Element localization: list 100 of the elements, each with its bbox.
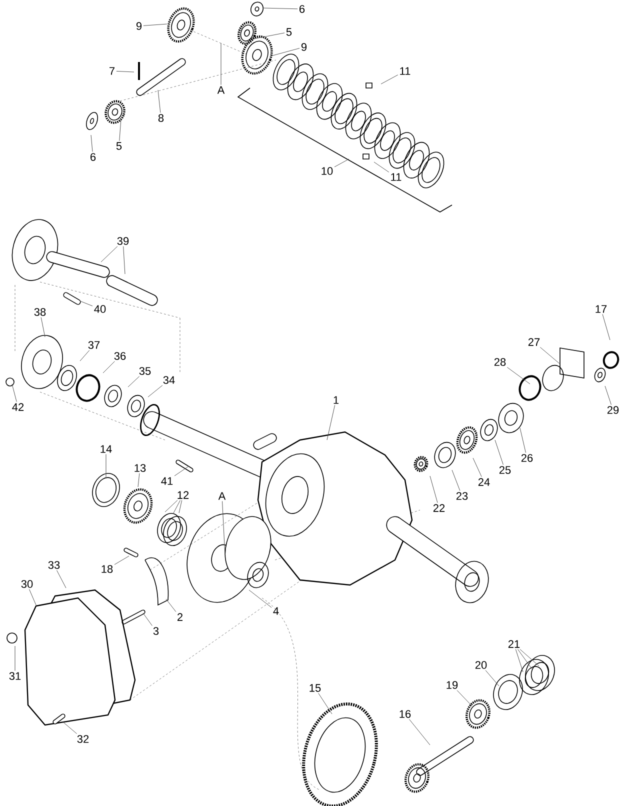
leader-line — [158, 90, 161, 113]
callout-number: 11 — [400, 67, 410, 75]
callout-number: 23 — [456, 492, 468, 500]
callout-number: 13 — [134, 464, 146, 472]
leader-line — [128, 376, 140, 388]
leader-line — [472, 458, 482, 478]
leader-line — [80, 350, 90, 362]
callout-number: 1 — [334, 396, 339, 404]
callout-number: 25 — [499, 466, 511, 474]
leader-line — [172, 500, 180, 514]
callout-number: 17 — [596, 305, 607, 313]
callout-number: 6 — [300, 5, 305, 13]
leader-line — [29, 589, 36, 606]
leader-line — [602, 314, 610, 340]
callout-number: 7 — [110, 67, 114, 75]
callout-number: 40 — [94, 305, 106, 313]
leader-line — [178, 500, 182, 514]
callout-number: 2 — [178, 613, 182, 621]
callout-number: 31 — [9, 672, 21, 680]
leader-line — [56, 570, 66, 588]
leader-line — [166, 598, 176, 612]
leader-line — [270, 48, 300, 56]
callout-number: 3 — [153, 627, 159, 635]
callout-number: 5 — [286, 28, 292, 36]
leader-line — [174, 466, 190, 476]
leader-line — [515, 649, 524, 672]
leader-line — [520, 649, 540, 666]
callout-number: 37 — [88, 341, 100, 349]
leader-line — [12, 384, 17, 402]
callout-number: 30 — [21, 580, 33, 588]
leader-line — [540, 347, 560, 364]
callout-number: 9 — [301, 43, 307, 51]
leader-line — [380, 74, 398, 84]
callout-number: 5 — [116, 142, 122, 150]
callout-number: 22 — [433, 504, 445, 512]
leader-line — [409, 719, 430, 746]
leader-line — [138, 473, 140, 488]
leader-line — [506, 367, 530, 384]
leader-line — [14, 646, 16, 671]
callout-number: 41 — [161, 477, 173, 485]
callout-number: 10 — [322, 167, 333, 175]
leader-line — [102, 361, 115, 374]
leader-line — [116, 70, 134, 72]
callout-number: 14 — [100, 445, 112, 453]
callout-number: 11 — [391, 173, 402, 181]
callout-number: 8 — [158, 114, 164, 122]
leader-line — [100, 246, 118, 262]
callout-number: 21 — [508, 640, 520, 648]
callout-number: 35 — [139, 367, 151, 375]
callout-number: 38 — [34, 308, 46, 316]
leader-line — [40, 317, 46, 338]
callout-number: A — [217, 86, 225, 94]
callout-number: 6 — [90, 153, 96, 161]
leader-line — [220, 42, 222, 86]
leader-line — [430, 476, 438, 504]
leader-line — [318, 693, 332, 714]
leader-line — [452, 470, 460, 491]
leader-line — [114, 556, 130, 565]
leader-line — [123, 246, 126, 274]
leader-line — [494, 440, 504, 465]
callout-number: 28 — [494, 358, 506, 366]
leader-line — [222, 500, 226, 556]
leader-line — [374, 162, 390, 172]
leader-line — [456, 690, 472, 706]
callout-number: 20 — [475, 661, 487, 669]
callout-number: 18 — [102, 565, 113, 573]
callout-number: 42 — [12, 403, 24, 411]
callout-number: 16 — [400, 710, 411, 718]
callout-number: A — [218, 492, 226, 500]
callout-number: 24 — [478, 478, 490, 486]
leader-line — [80, 300, 93, 306]
leader-line — [62, 722, 78, 734]
leader-line — [142, 612, 152, 626]
callout-number: 26 — [521, 454, 533, 462]
leader-line — [262, 8, 298, 10]
callout-number: 29 — [607, 406, 619, 414]
leader-line — [148, 385, 163, 398]
leader-line — [334, 158, 350, 168]
leader-line — [143, 24, 168, 26]
callout-number: 9 — [136, 22, 142, 30]
leader-line — [252, 32, 285, 40]
callout-number: 27 — [528, 338, 540, 346]
leader-line — [518, 649, 532, 670]
callout-number: 4 — [273, 607, 279, 615]
leader-line — [326, 404, 336, 440]
callout-number: 32 — [77, 735, 89, 743]
leader-line — [90, 134, 93, 152]
callout-number: 39 — [117, 237, 129, 245]
leader-line — [485, 670, 500, 686]
callout-number: 15 — [310, 684, 321, 692]
leader-line — [164, 500, 178, 512]
leader-line — [604, 386, 612, 405]
leader-line — [520, 428, 526, 453]
callout-number: 33 — [48, 561, 60, 569]
callout-number: 12 — [178, 491, 189, 499]
callout-number: 34 — [163, 376, 175, 384]
callout-number: 19 — [446, 681, 458, 689]
callout-number: 36 — [114, 352, 126, 360]
leader-line — [248, 590, 272, 608]
leader-line — [119, 118, 122, 142]
